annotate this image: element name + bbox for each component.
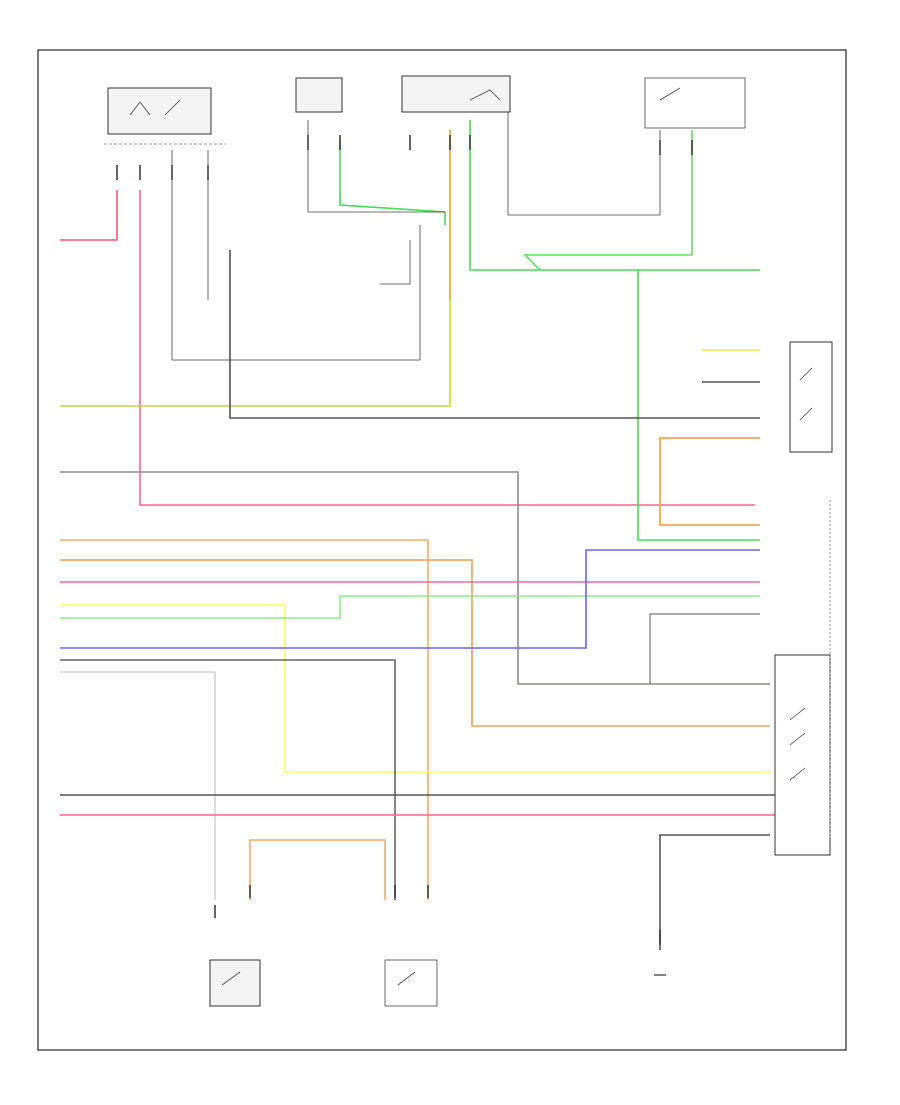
wire-orange-bottom bbox=[249, 839, 386, 900]
wire-gray-black bbox=[60, 659, 396, 900]
right-lamp bbox=[384, 959, 438, 1007]
wire-gray-violet bbox=[60, 471, 770, 685]
tailgate-switch bbox=[644, 77, 746, 129]
connector-marks bbox=[116, 135, 693, 945]
diagram-frame bbox=[37, 49, 847, 1051]
wire-pink-long bbox=[139, 190, 755, 506]
wire-green-c bbox=[523, 130, 693, 271]
wire-yellow bbox=[60, 604, 770, 773]
main-switch bbox=[104, 87, 225, 145]
wire-gray-relay-a bbox=[229, 250, 760, 419]
wire-yellow-green bbox=[60, 300, 451, 407]
left-lamp bbox=[209, 959, 261, 1007]
wire-thin-gray bbox=[60, 671, 216, 900]
wire-orange-b bbox=[60, 559, 770, 727]
wire-orange-relay-b bbox=[659, 437, 760, 526]
body-control-module bbox=[774, 500, 831, 856]
ww-tail-lamp bbox=[295, 77, 343, 113]
thin-wires bbox=[171, 110, 661, 361]
wire-green-a bbox=[339, 140, 446, 225]
wire-green-d bbox=[637, 270, 760, 541]
wire-blue bbox=[60, 549, 760, 649]
tail-lamp-relay bbox=[401, 75, 511, 113]
wire-orange-long bbox=[60, 539, 429, 900]
wire-red-upper bbox=[60, 190, 118, 241]
license-lamp bbox=[789, 341, 833, 453]
wire-gray-tailgate bbox=[649, 613, 760, 684]
wire-green-white bbox=[60, 595, 760, 619]
wire-black-ground bbox=[659, 834, 770, 950]
wire-green-b bbox=[469, 120, 760, 271]
wires bbox=[60, 120, 775, 950]
